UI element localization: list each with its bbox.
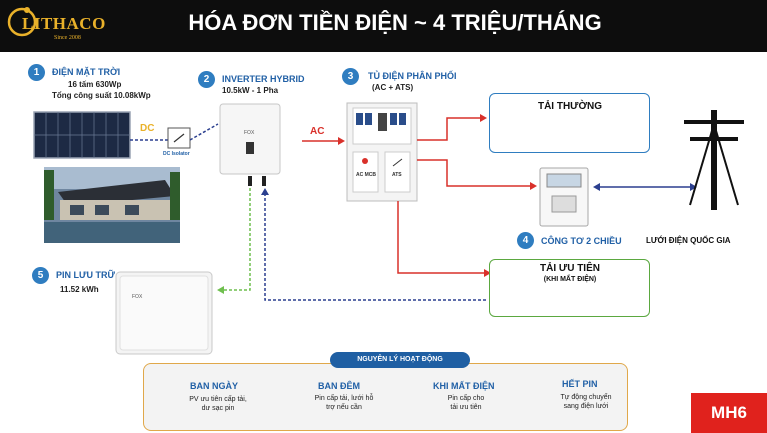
normal-load-title: TẢI THƯỜNG bbox=[537, 101, 603, 112]
inverter-brand: FOX bbox=[244, 130, 255, 136]
step-5-line1: 11.52 kWh bbox=[60, 285, 99, 294]
page-title: HÓA ĐƠN TIỀN ĐIỆN ~ 4 TRIỆU/THÁNG bbox=[188, 10, 602, 35]
step-1-title: ĐIỆN MẶT TRỜI bbox=[52, 67, 121, 77]
mode-empty-title: HẾT PIN bbox=[562, 379, 598, 389]
step-1-badge: 1 bbox=[28, 64, 45, 81]
logo-since: Since 2008 bbox=[54, 35, 81, 41]
distribution-cabinet-icon bbox=[346, 102, 418, 202]
step-5-title: PIN LƯU TRỮ bbox=[56, 270, 115, 280]
principle-panel bbox=[143, 363, 628, 431]
principle-title: NGUYÊN LÝ HOẠT ĐỘNG bbox=[330, 352, 470, 368]
mode-outage-title: KHI MẤT ĐIỆN bbox=[433, 381, 495, 391]
header-bar bbox=[0, 0, 767, 52]
ats-label: ATS bbox=[392, 172, 402, 178]
priority-load-box bbox=[489, 259, 650, 317]
priority-load-subtitle: (KHI MẤT ĐIỆN) bbox=[543, 276, 597, 283]
step-3-badge: 3 bbox=[342, 68, 359, 85]
code-badge: MH6 bbox=[691, 393, 767, 433]
logo-icon bbox=[7, 7, 37, 37]
dc-label: DC bbox=[140, 123, 155, 134]
logo-text: LITHACO bbox=[22, 14, 106, 33]
step-2-badge: 2 bbox=[198, 71, 215, 88]
dc-isolator-icon bbox=[167, 127, 191, 149]
house-image bbox=[44, 167, 180, 243]
solar-panel-icon bbox=[33, 111, 131, 159]
step-1-line1: 16 tấm 630Wp bbox=[68, 80, 122, 89]
step-4-title: CÔNG TƠ 2 CHIỀU bbox=[541, 236, 622, 246]
step-2-line1: 10.5kW - 1 Pha bbox=[222, 86, 279, 95]
grid-label: LƯỚI ĐIỆN QUỐC GIA bbox=[646, 236, 731, 245]
mode-night-title: BAN ĐÊM bbox=[318, 381, 360, 391]
priority-load-title: TẢI ƯU TIÊN bbox=[540, 263, 600, 274]
ac-mcb-label: AC MCB bbox=[356, 172, 376, 178]
meter-icon bbox=[539, 167, 589, 227]
step-2-title: INVERTER HYBRID bbox=[222, 74, 305, 84]
battery-brand: FOX bbox=[132, 294, 143, 300]
normal-load-box bbox=[489, 93, 650, 153]
step-3-line1: (AC + ATS) bbox=[372, 83, 414, 92]
ac-label: AC bbox=[310, 126, 325, 137]
step-3-title: TỦ ĐIỆN PHÂN PHỐI bbox=[368, 71, 457, 81]
inverter-icon bbox=[219, 103, 281, 186]
battery-storage-icon bbox=[115, 271, 213, 355]
step-4-badge: 4 bbox=[517, 232, 534, 249]
step-1-line2: Tổng công suất 10.08kWp bbox=[52, 91, 151, 100]
dc-isolator-label: DC Isolator bbox=[163, 151, 190, 157]
mode-day-title: BAN NGÀY bbox=[190, 381, 239, 391]
step-5-badge: 5 bbox=[32, 267, 49, 284]
mode-day-desc: PV ưu tiên cấp tải,dư sạc pin bbox=[189, 396, 247, 412]
power-pole-icon bbox=[684, 110, 744, 210]
